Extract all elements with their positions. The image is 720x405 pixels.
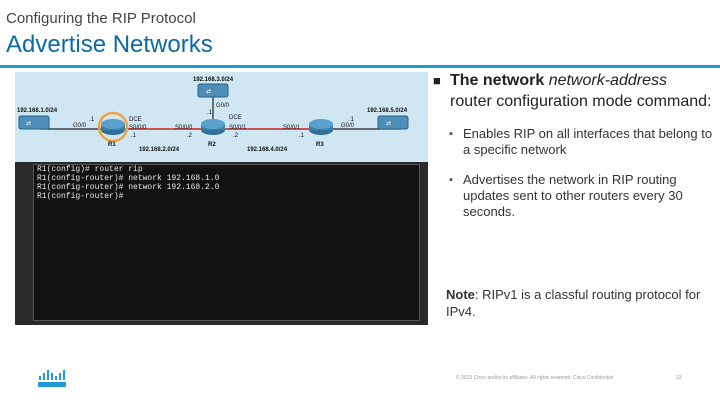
iface-label: S0/0/0 (175, 125, 193, 131)
iface-label: .1 (349, 117, 355, 123)
r1-highlight (97, 111, 129, 143)
slide-title: Advertise Networks (6, 31, 213, 58)
cli-line: R1(config)# router rip (37, 165, 143, 174)
iface-label: DCE (229, 115, 242, 121)
router-label-r3: R3 (316, 142, 324, 148)
iface-label: DCE (129, 117, 142, 123)
iface-label: .1 (89, 117, 95, 123)
router-label-r2: R2 (208, 142, 216, 148)
sub-bullet: ▪ Advertises the network in RIP routing … (433, 172, 713, 220)
iface-label: .2 (187, 133, 193, 139)
footer-copyright: © 2013 Cisco and/or its affiliates. All … (456, 375, 614, 381)
router-icon (101, 119, 125, 135)
iface-label: .1 (299, 133, 305, 139)
svg-text:⇄: ⇄ (26, 120, 31, 127)
cisco-logo-icon (38, 370, 68, 393)
cli-line: R1(config-router)# (37, 192, 124, 201)
switch-icon: ⇄ (18, 115, 50, 130)
title-divider (0, 65, 720, 68)
network-label: 192.168.5.0/24 (367, 108, 408, 114)
router-label-r1: R1 (108, 142, 116, 148)
iface-label: .1 (131, 133, 137, 139)
bullet-dot-icon: ▪ (449, 128, 453, 140)
command-description: router configuration mode command: (450, 93, 712, 110)
network-label: 192.168.2.0/24 (139, 147, 180, 153)
cli-output: R1(config)# router rip R1(config-router)… (33, 164, 420, 321)
cli-terminal: R1(config)# router rip R1(config-router)… (15, 162, 428, 325)
router-icon (309, 119, 333, 135)
note-label: Note (446, 287, 475, 302)
iface-label: S0/0/1 (229, 125, 247, 131)
sub-bullet-text: Advertises the network in RIP routing up… (463, 172, 683, 219)
main-bullet: ■ The network network-address router con… (433, 70, 713, 112)
svg-text:⇄: ⇄ (386, 120, 391, 127)
cli-line: R1(config-router)# network 192.168.2.0 (37, 183, 220, 192)
network-label: 192.168.4.0/24 (247, 147, 288, 153)
network-label: 192.168.1.0/24 (17, 108, 58, 114)
note-text: : RIPv1 is a classful routing protocol f… (446, 287, 701, 319)
iface-label: G0/0 (341, 123, 355, 129)
command-keyword: The network (450, 72, 545, 89)
network-label: 192.168.3.0/24 (193, 77, 234, 83)
iface-label: .2 (233, 133, 239, 139)
iface-label: .1 (207, 110, 213, 116)
content-bullets: ■ The network network-address router con… (433, 70, 713, 220)
sub-bullet-text: Enables RIP on all interfaces that belon… (463, 126, 713, 157)
iface-label: G0/0 (73, 123, 87, 129)
command-argument: network-address (548, 72, 667, 89)
iface-label: G0/0 (216, 103, 230, 109)
network-topology-diagram: ⇄ ⇄ ⇄ 192.168.1.0/24 192.168.3. (15, 72, 428, 162)
switch-icon: ⇄ (197, 83, 229, 98)
cli-line: R1(config-router)# network 192.168.1.0 (37, 174, 220, 183)
iface-label: S0/0/0 (129, 125, 147, 131)
note: Note: RIPv1 is a classful routing protoc… (446, 286, 706, 320)
router-icon (201, 119, 225, 135)
sub-bullet: ▪ Enables RIP on all interfaces that bel… (433, 126, 713, 158)
square-bullet-icon: ■ (433, 73, 441, 88)
page-number: 13 (676, 375, 682, 381)
iface-label: S0/0/1 (283, 125, 301, 131)
bullet-dot-icon: ▪ (449, 174, 453, 186)
switch-icon: ⇄ (377, 115, 409, 130)
slide-header (0, 0, 720, 67)
slide-subtitle: Configuring the RIP Protocol (6, 10, 196, 27)
svg-text:⇄: ⇄ (206, 88, 211, 95)
